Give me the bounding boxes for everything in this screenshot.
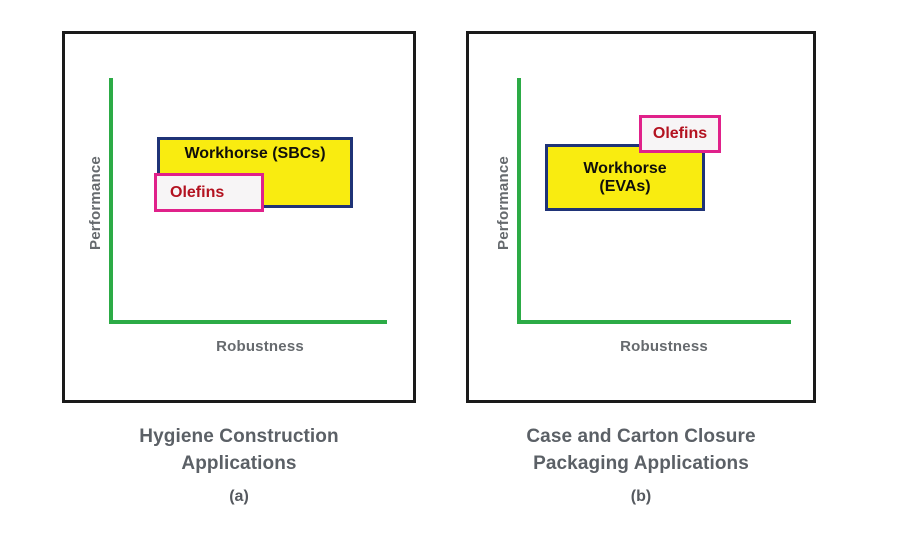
box-olefins-a[interactable]: Olefins [154,173,264,212]
caption-title-a: Hygiene Construction Applications [139,426,339,474]
box-olefins-b[interactable]: Olefins [639,115,721,153]
y-axis-label-a: Performance [87,156,104,250]
caption-b: Case and Carton Closure Packaging Applic… [462,424,820,506]
plot-area-b: Performance Robustness Workhorse (EVAs) … [469,34,813,400]
panel-b: Performance Robustness Workhorse (EVAs) … [466,31,816,403]
x-axis-label-a: Robustness [216,338,304,355]
caption-title-b: Case and Carton Closure Packaging Applic… [526,426,756,474]
x-axis-line-a [109,320,387,324]
caption-a: Hygiene Construction Applications (a) [62,424,416,506]
y-axis-line-b [517,78,521,324]
caption-index-a: (a) [229,487,249,505]
box-workhorse-evas[interactable]: Workhorse (EVAs) [545,144,705,211]
caption-index-b: (b) [630,487,652,505]
y-axis-label-b: Performance [495,156,512,250]
y-axis-line-a [109,78,113,324]
x-axis-line-b [517,320,791,324]
x-axis-label-b: Robustness [620,338,708,355]
plot-area-a: Performance Robustness Workhorse (SBCs) … [65,34,413,400]
panel-a: Performance Robustness Workhorse (SBCs) … [62,31,416,403]
